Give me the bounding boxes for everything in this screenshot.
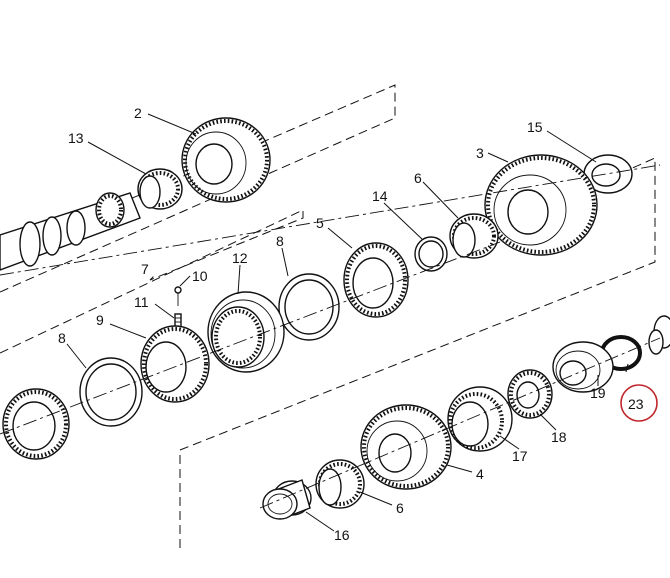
callout-17: 17 (512, 448, 528, 464)
callout-23-highlight: 23 (620, 384, 658, 422)
callout-8-lower: 8 (58, 330, 66, 346)
part-6-needle-bearing-lower (315, 459, 365, 509)
group-frame-middle (0, 209, 304, 354)
group-frame-bottom (179, 157, 656, 548)
part-10-pin (174, 286, 182, 306)
callout-19: 19 (590, 385, 606, 401)
callout-18: 18 (551, 429, 567, 445)
output-shaft-end (648, 315, 670, 355)
callout-3: 3 (476, 145, 484, 161)
part-4-gear (360, 404, 452, 490)
part-13-needle-bearing (137, 168, 183, 210)
part-16-bushing (262, 479, 312, 520)
part-17-needle-bearing (447, 386, 513, 452)
part-8-ring-upper (278, 273, 340, 341)
callout-6-lower: 6 (396, 500, 404, 516)
main-shaft (0, 192, 141, 271)
axis-line-upper (0, 164, 661, 276)
leader-lines (66, 113, 629, 532)
callout-23-circle (620, 384, 658, 422)
callout-8-upper: 8 (276, 233, 284, 249)
part-9-hub (140, 325, 210, 403)
callout-6-upper: 6 (414, 170, 422, 186)
callout-13: 13 (68, 130, 84, 146)
callout-23: 23 (628, 396, 644, 412)
part-2-gear (181, 117, 271, 203)
callout-4: 4 (476, 466, 484, 482)
part-6-needle-bearing-upper (449, 213, 499, 259)
callout-16: 16 (334, 527, 350, 543)
callout-11: 11 (134, 294, 149, 310)
callout-5: 5 (316, 215, 324, 231)
callout-12: 12 (232, 250, 248, 266)
callout-10: 10 (192, 268, 208, 284)
axis-line-lower (259, 337, 661, 509)
part-8-ring-lower (79, 357, 143, 427)
part-12-sleeve (207, 291, 285, 373)
callout-14: 14 (372, 188, 388, 204)
part-3-gear (484, 154, 598, 256)
callout-9: 9 (96, 312, 104, 328)
callout-15: 15 (527, 119, 543, 135)
part-18-ring (507, 369, 553, 419)
callout-7: 7 (141, 261, 149, 277)
part-14-snap-ring (414, 236, 448, 272)
callout-2: 2 (134, 105, 142, 121)
part-synchro-ring-left (2, 388, 70, 460)
part-5-synchro-ring (343, 242, 409, 318)
